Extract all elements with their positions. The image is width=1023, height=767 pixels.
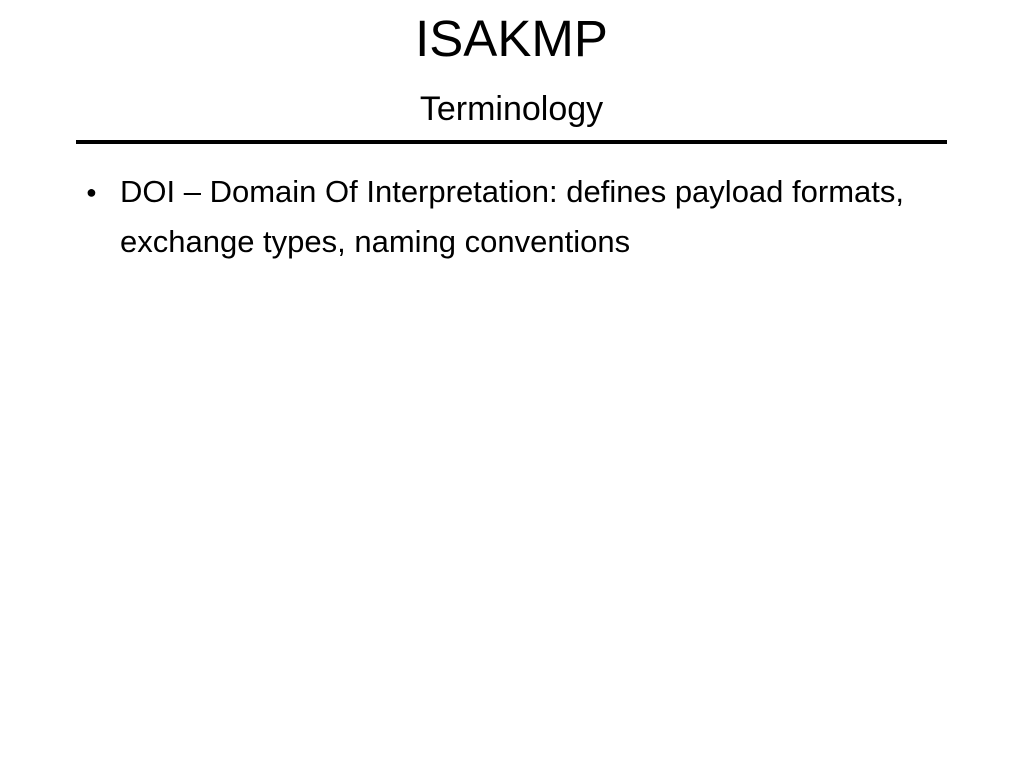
slide-title: ISAKMP xyxy=(415,10,608,67)
slide-subtitle: Terminology xyxy=(419,90,604,128)
bullet-dot-icon: ● xyxy=(86,182,97,202)
title-divider xyxy=(76,140,947,144)
bullet-list: ● DOI – Domain Of Interpretation: define… xyxy=(80,167,940,267)
bullet-text: DOI – Domain Of Interpretation: defines … xyxy=(120,174,904,259)
bullet-item: ● DOI – Domain Of Interpretation: define… xyxy=(80,167,940,267)
